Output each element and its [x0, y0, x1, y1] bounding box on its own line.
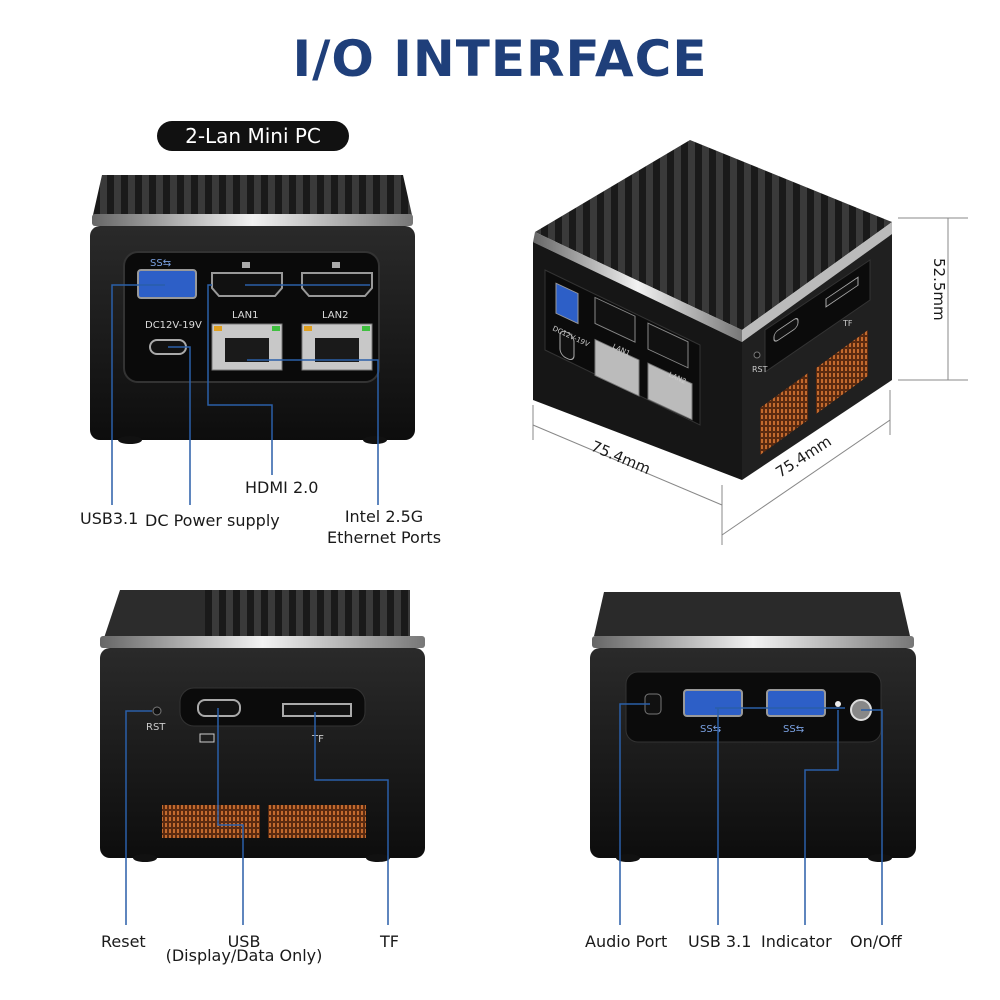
page-title: I/O INTERFACE	[292, 30, 708, 88]
svg-text:SS⇆: SS⇆	[150, 258, 171, 269]
iso-tf-mark: TF	[842, 319, 853, 328]
usb-port-rear-2	[766, 689, 826, 717]
lan2-mark: LAN2	[322, 310, 348, 321]
callout-usb31-rear: USB 3.1	[688, 932, 752, 951]
dimension-height: 52.5mm	[930, 258, 948, 321]
usb-port-front	[137, 269, 197, 299]
indicator-led	[835, 701, 841, 707]
reset-hole	[152, 706, 162, 716]
tf-slot-side	[282, 703, 352, 717]
svg-text:SS⇆: SS⇆	[783, 724, 804, 735]
side-device: RST TF	[100, 590, 425, 862]
front-device: SS⇆ DC12V-19V LAN1 LAN2	[90, 175, 415, 444]
dc-port-mark: DC12V-19V	[145, 320, 202, 331]
usb-port-rear-1	[683, 689, 743, 717]
usb-c-port-side	[197, 699, 241, 717]
callout-on-off: On/Off	[850, 932, 902, 951]
product-badge: 2-Lan Mini PC	[157, 121, 349, 151]
side-tf-mark: TF	[311, 734, 324, 745]
callout-usb31-front: USB3.1	[80, 509, 139, 528]
front-callout-lines	[111, 284, 379, 505]
dimension-depth: 75.4mm	[588, 437, 653, 478]
dimension-lines	[532, 217, 968, 545]
callout-dc-power: DC Power supply	[145, 511, 280, 530]
side-callout-lines	[125, 708, 389, 925]
callout-reset: Reset	[101, 932, 146, 951]
lan1-mark: LAN1	[232, 310, 258, 321]
callout-usb-side-line2: (Display/Data Only)	[165, 946, 323, 965]
callout-ethernet-line1: Intel 2.5G	[344, 507, 424, 526]
svg-text:SS⇆: SS⇆	[700, 724, 721, 735]
callout-indicator: Indicator	[761, 932, 832, 951]
callout-usb-side-line1: USB	[227, 932, 261, 951]
rear-device: SS⇆ SS⇆	[590, 592, 916, 862]
lan-port-2	[301, 323, 373, 371]
callout-audio-port: Audio Port	[585, 932, 668, 951]
iso-device: DC12V-19V LAN1 LAN2 RST TF	[533, 140, 892, 480]
callout-ethernet-line2: Ethernet Ports	[326, 528, 442, 547]
side-rst-mark: RST	[146, 722, 166, 733]
callout-hdmi: HDMI 2.0	[245, 478, 319, 497]
iso-rst-mark: RST	[752, 365, 768, 374]
rear-callout-lines	[619, 703, 883, 925]
callout-tf: TF	[380, 932, 399, 951]
